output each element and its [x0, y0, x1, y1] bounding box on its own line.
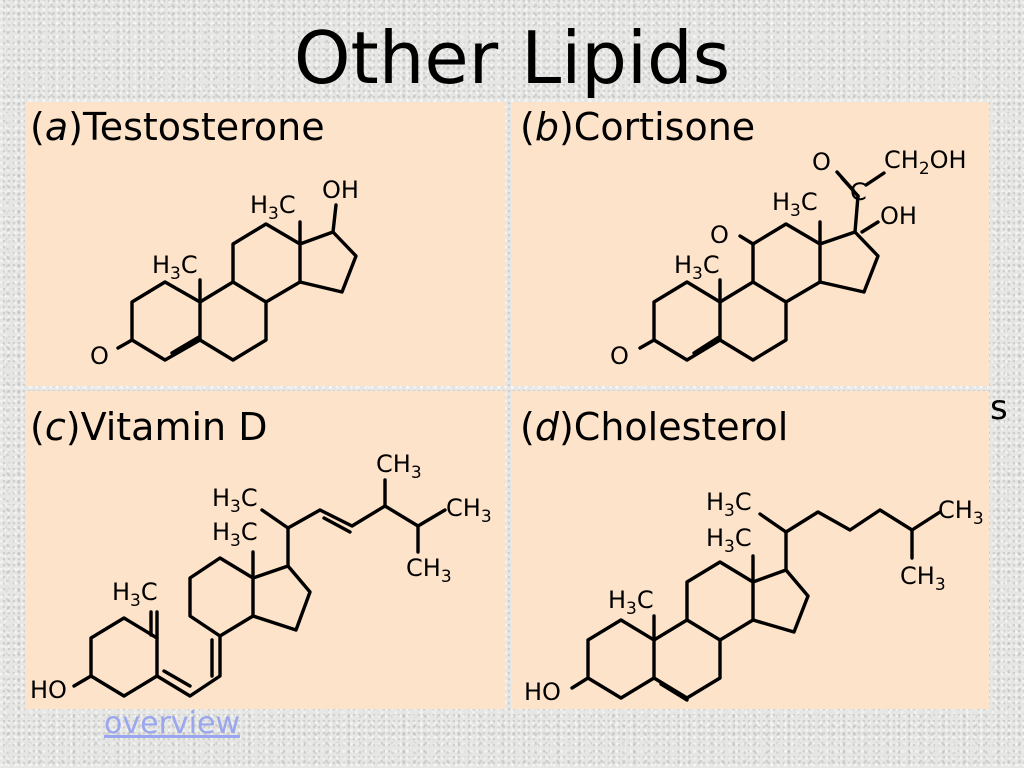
panel-vitamin-d	[25, 391, 505, 709]
caption-testosterone: (a)Testosterone	[30, 105, 325, 149]
overview-link[interactable]: overview	[104, 706, 240, 741]
caption-vitamin-d: (c)Vitamin D	[30, 405, 267, 449]
svg-text:H3C: H3C	[674, 251, 720, 284]
svg-text:CH3: CH3	[446, 494, 492, 527]
svg-text:HO: HO	[524, 678, 561, 706]
panel-cholesterol	[511, 391, 989, 709]
vitamin-d-structure: HO H3C H3C H3C CH3 CH3 CH3	[30, 450, 492, 704]
svg-text:OH: OH	[322, 176, 359, 204]
svg-text:O: O	[710, 221, 729, 249]
svg-text:HO: HO	[30, 676, 67, 704]
svg-text:O: O	[812, 148, 831, 176]
caption-cholesterol: (d)Cholesterol	[520, 405, 788, 449]
cholesterol-structure: HO H3C H3C H3C CH3 CH3	[524, 488, 984, 706]
svg-text:O: O	[610, 342, 629, 370]
cortisone-structure: O O H3C H3C C O CH2OH OH	[610, 146, 967, 370]
slide-title: Other Lipids	[293, 16, 731, 100]
svg-text:H3C: H3C	[608, 586, 654, 619]
edge-text: s	[990, 388, 1008, 428]
caption-cortisone: (b)Cortisone	[520, 105, 755, 149]
svg-text:H3C: H3C	[212, 484, 258, 517]
svg-text:C: C	[850, 178, 867, 206]
testosterone-structure: O H3C H3C OH	[90, 176, 359, 370]
svg-text:OH: OH	[880, 202, 917, 230]
svg-text:H3C: H3C	[706, 524, 752, 557]
svg-text:O: O	[90, 342, 109, 370]
